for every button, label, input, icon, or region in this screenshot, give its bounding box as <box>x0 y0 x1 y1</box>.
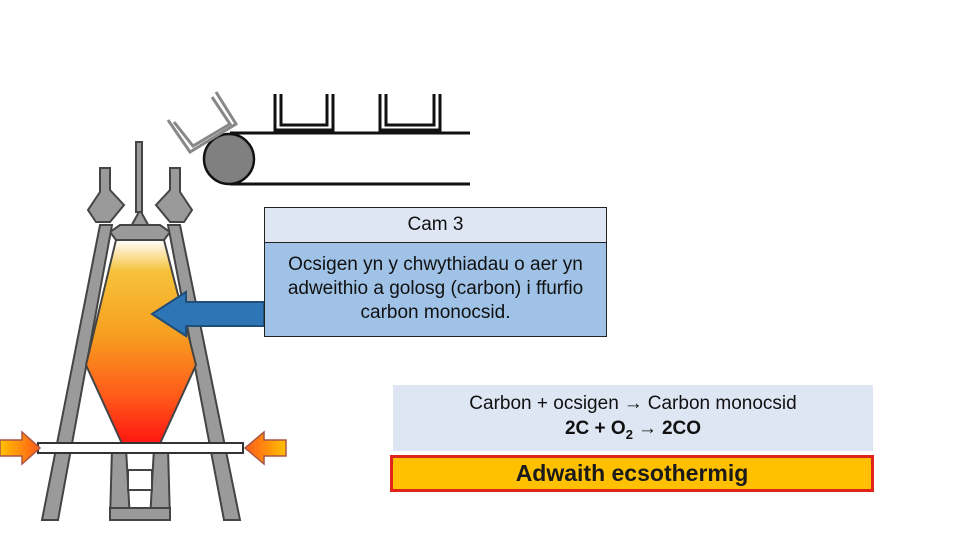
furnace-hearth <box>108 447 172 521</box>
hot-air-arrow-left <box>0 430 42 466</box>
word-equation-reactants: Carbon + ocsigen <box>469 393 619 415</box>
word-equation-products: Carbon monocsid <box>647 393 797 415</box>
reaction-arrow-icon: → <box>623 393 643 415</box>
symbol-equation: 2C + O2 → 2CO <box>565 417 701 444</box>
word-equation: Carbon + ocsigen → Carbon monocsid <box>469 392 796 417</box>
hot-air-arrow-right <box>243 430 287 466</box>
reaction-type-banner: Adwaith ecsothermig <box>390 455 874 492</box>
skip-bucket-tipping <box>166 91 239 155</box>
skip-bucket <box>273 94 335 132</box>
pointer-arrow-icon <box>150 290 265 338</box>
equation-box: Carbon + ocsigen → Carbon monocsid 2C + … <box>393 385 873 451</box>
symbol-equation-products: 2CO <box>661 418 702 439</box>
step-description: Ocsigen yn y chwythiadau o aer yn adweit… <box>265 243 606 336</box>
air-blast-pipe <box>37 442 244 454</box>
step-title: Cam 3 <box>265 208 606 243</box>
step-box: Cam 3 Ocsigen yn y chwythiadau o aer yn … <box>264 207 607 337</box>
conveyor-roller <box>202 132 256 186</box>
conveyor-belt <box>166 91 470 186</box>
symbol-equation-reactants: 2C + O2 <box>564 418 633 442</box>
skip-bucket <box>378 94 442 132</box>
reaction-arrow-icon: → <box>637 418 657 439</box>
